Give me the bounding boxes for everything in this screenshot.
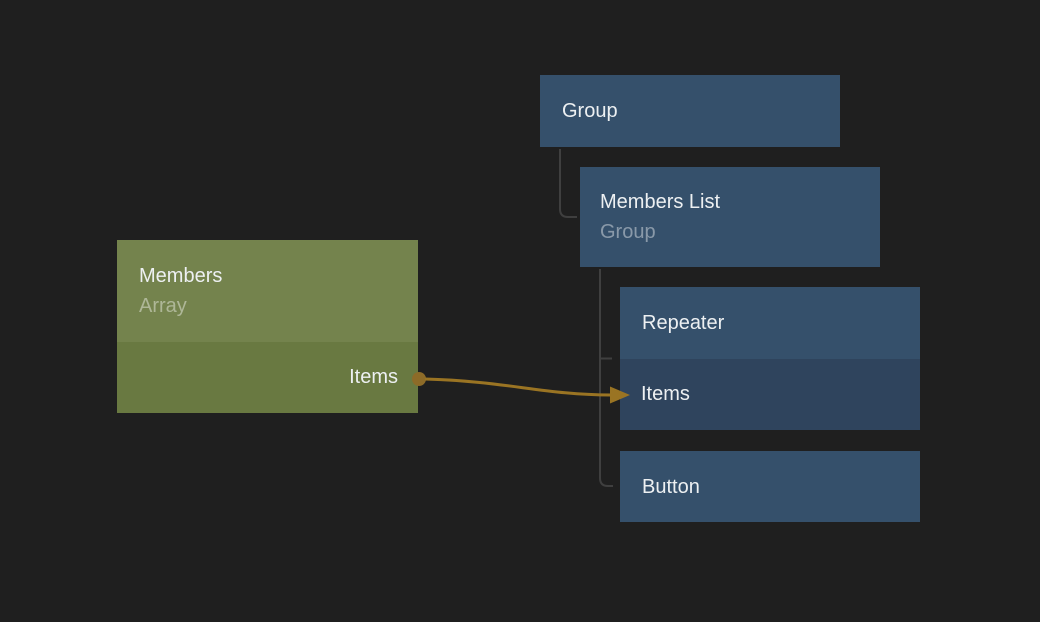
node-members-list-title: Members List [600, 191, 721, 213]
node-button[interactable]: Button [620, 451, 920, 522]
tree-connector-members-list-to-button [599, 269, 613, 487]
node-repeater-header[interactable]: Repeater [620, 287, 920, 359]
node-members-list[interactable]: Members List Group [580, 167, 880, 267]
node-members-list-subtitle: Group [600, 221, 656, 243]
node-repeater-title: Repeater [642, 312, 725, 334]
node-members[interactable]: Members Array Items [117, 240, 418, 413]
node-members-header[interactable]: Members Array [117, 240, 418, 342]
node-group-title: Group [562, 100, 618, 122]
node-button-title: Button [642, 475, 700, 498]
node-members-list-header[interactable]: Members List Group [580, 167, 880, 267]
connection-wire[interactable] [424, 377, 612, 397]
node-button-header[interactable]: Button [620, 451, 920, 522]
node-group-header[interactable]: Group [540, 75, 840, 147]
node-members-title: Members [139, 265, 223, 287]
node-repeater[interactable]: Repeater Items [620, 287, 920, 430]
tree-connector-group-to-members-list [559, 149, 577, 218]
port-repeater-items[interactable]: Items [620, 359, 920, 430]
node-group[interactable]: Group [540, 75, 840, 147]
port-members-items[interactable]: Items [117, 342, 418, 413]
node-members-subtitle: Array [139, 295, 187, 317]
port-members-items-label: Items [349, 366, 398, 388]
port-repeater-items-label: Items [641, 383, 690, 405]
